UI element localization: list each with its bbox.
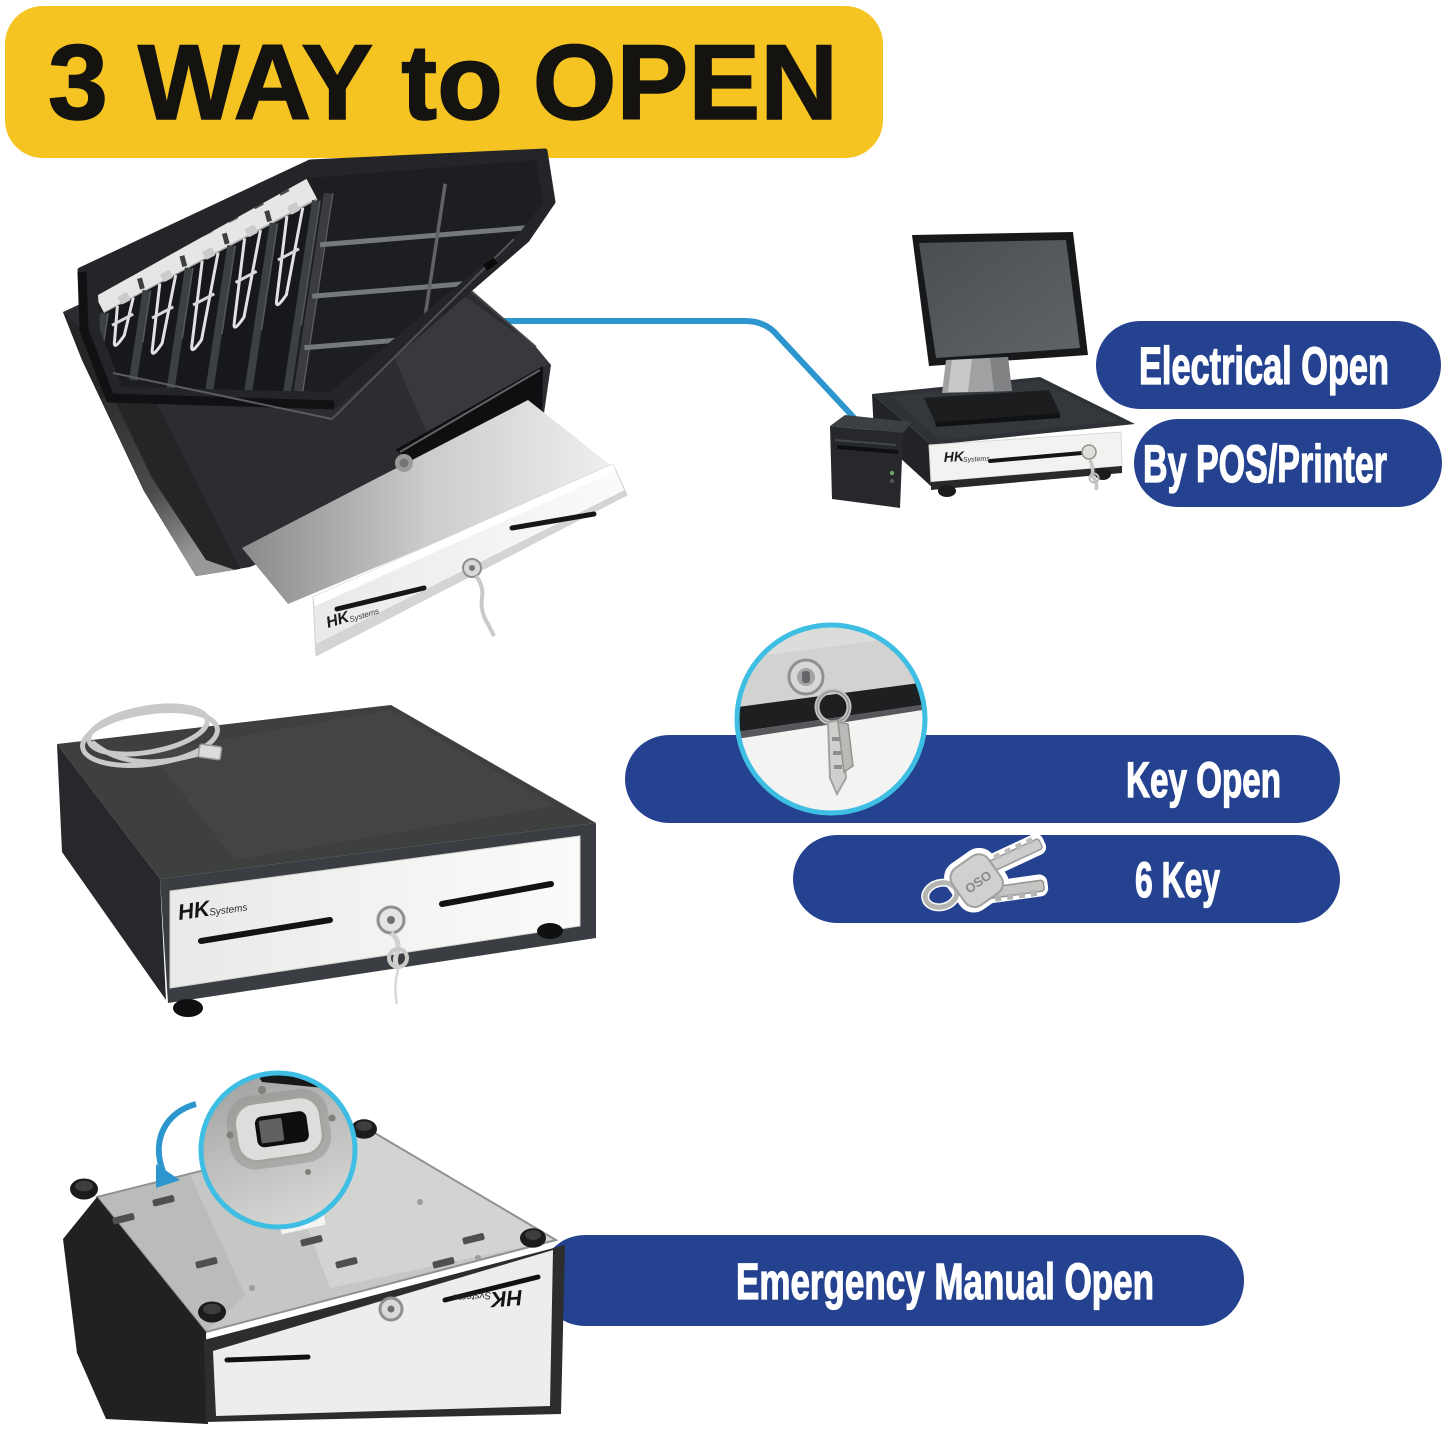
svg-text:HK: HK	[943, 448, 965, 465]
svg-text:Emergency Manual Open: Emergency Manual Open	[736, 1253, 1154, 1310]
svg-text:HK: HK	[176, 895, 213, 924]
svg-text:Key Open: Key Open	[1126, 752, 1281, 808]
svg-text:HK: HK	[324, 608, 352, 631]
svg-text:Electrical Open: Electrical Open	[1139, 337, 1389, 396]
svg-text:6 Key: 6 Key	[1135, 852, 1220, 908]
svg-text:Systems: Systems	[963, 456, 991, 464]
svg-text:By POS/Printer: By POS/Printer	[1143, 435, 1387, 494]
svg-text:3 WAY to OPEN: 3 WAY to OPEN	[48, 22, 838, 142]
svg-text:HK: HK	[488, 1285, 524, 1312]
svg-text:Systems: Systems	[453, 1289, 492, 1303]
svg-text:Systems: Systems	[209, 902, 249, 918]
